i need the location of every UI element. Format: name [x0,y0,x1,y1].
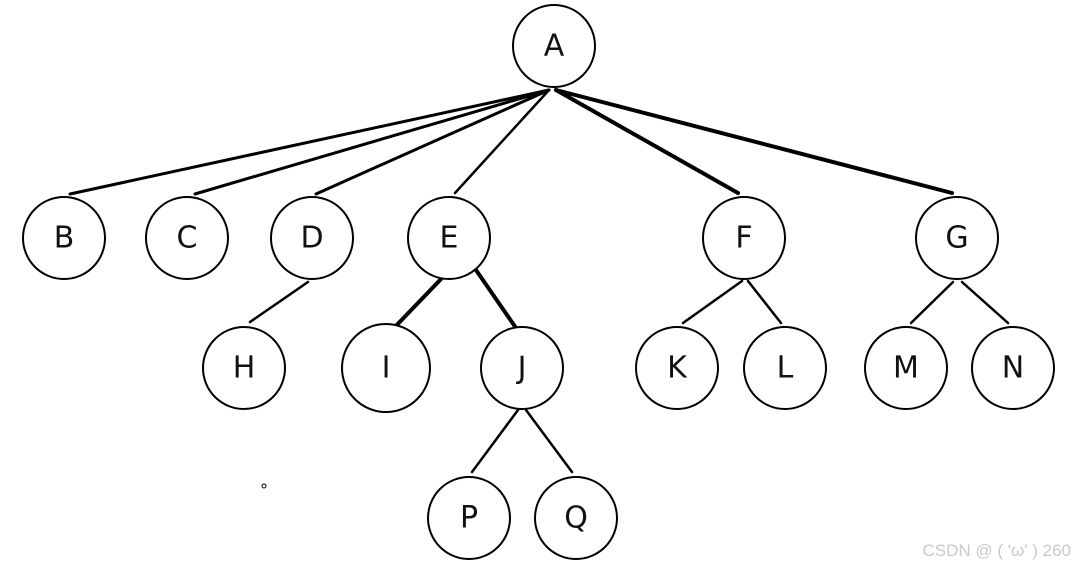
node-circle [202,326,286,410]
edge-g-m [909,280,955,325]
node-circle [635,326,719,410]
node-label: B [54,221,75,256]
node-label: C [177,221,198,256]
edge-a-f [554,88,740,195]
node-label: E [440,221,459,256]
node-label: L [777,351,794,386]
node-h: H [202,326,286,410]
node-circle [341,323,431,413]
node-a: A [512,4,596,88]
node-p: P [427,476,511,560]
node-g: G [915,196,999,280]
watermark: CSDN @ ( 'ω' ) 260 [922,541,1072,560]
edge-f-k [681,279,744,325]
edge-a-d [314,88,551,196]
edge-a-g [554,88,954,195]
node-circle [534,476,618,560]
edge-j-p [470,408,520,474]
node-label: N [1002,351,1024,386]
node-circle [427,476,511,560]
node-e: E [407,196,491,280]
nodes-layer: A B C D E F G H I J K L M N P Q [22,4,1055,560]
node-circle [512,4,596,88]
node-n: N [971,326,1055,410]
edge-a-c [193,88,551,196]
node-circle [145,196,229,280]
node-b: B [22,196,106,280]
node-label: G [945,221,968,256]
node-circle [480,326,564,410]
node-j: J [480,326,564,410]
node-label: Q [564,501,588,536]
edge-g-n [960,280,1010,325]
node-circle [22,196,106,280]
node-circle [971,326,1055,410]
node-circle [270,196,354,280]
edges-layer [68,88,1010,474]
edge-e-j [474,268,518,330]
stray-dot [261,483,267,489]
edge-a-e [453,88,551,195]
node-label: K [667,351,688,386]
edge-j-q [524,408,574,474]
edge-a-b [68,88,551,196]
node-label: H [233,351,256,386]
edge-e-i [390,276,444,332]
node-label: A [544,29,565,64]
node-label: P [460,501,478,536]
node-f: F [702,196,786,280]
node-d: D [270,196,354,280]
node-label: M [893,351,919,386]
node-label: I [382,351,391,386]
node-m: M [864,326,948,410]
edge-d-h [248,280,310,324]
node-l: L [743,326,827,410]
node-c: C [145,196,229,280]
node-q: Q [534,476,618,560]
node-label: D [300,221,323,256]
node-label: J [516,351,527,386]
edge-f-l [746,279,783,325]
node-circle [864,326,948,410]
node-circle [915,196,999,280]
node-i: I [341,323,431,413]
node-circle [743,326,827,410]
node-label: F [735,221,752,256]
node-circle [702,196,786,280]
node-circle [407,196,491,280]
node-k: K [635,326,719,410]
